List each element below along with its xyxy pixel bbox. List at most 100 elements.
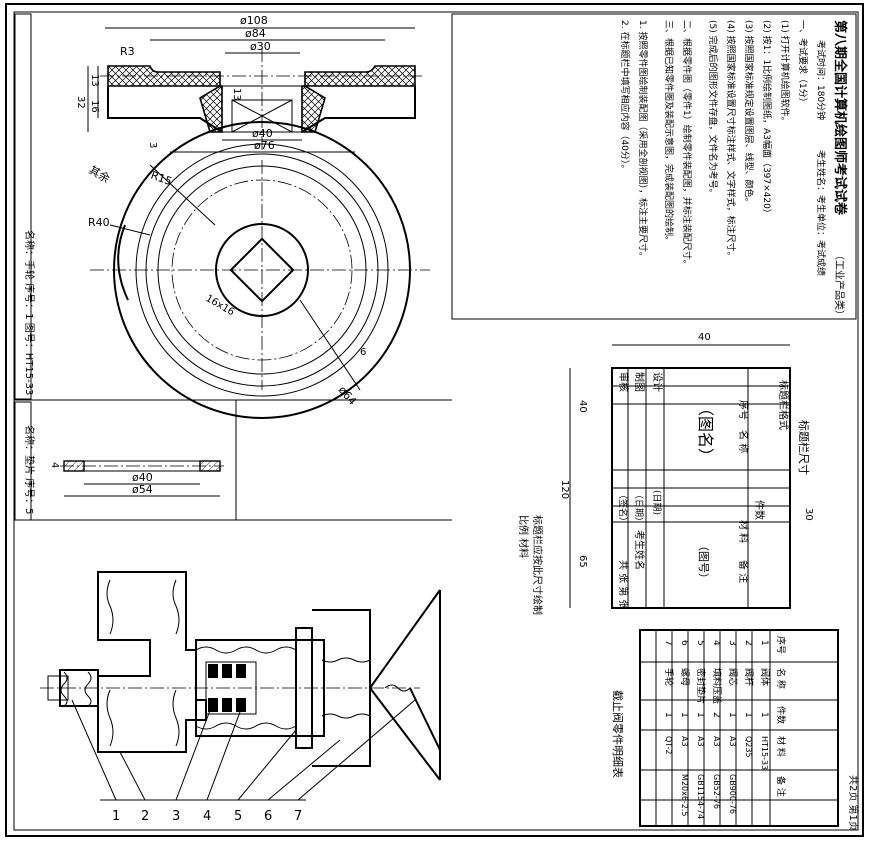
list-cell: A3 (728, 736, 737, 747)
tb-cell: 考生姓名 (633, 530, 646, 570)
outer-border (5, 3, 864, 837)
list-cell: 1 (663, 712, 673, 718)
list-cell: 4 (711, 640, 721, 646)
list-cell: HT15-33 (760, 736, 769, 770)
list-header: 件数 (775, 706, 787, 724)
instruction-line: (1) 打开计算机绘图软件。 (779, 20, 791, 126)
tb-cell: （图名） (696, 400, 715, 464)
tb-note: 比例 材料 (517, 515, 530, 558)
list-cell: 2 (711, 712, 721, 718)
dim-label: R15 (149, 169, 174, 189)
tb-cell: 制图 (633, 372, 646, 392)
inner-border (13, 11, 859, 831)
instruction-line: 一、考试要求（1分） (797, 20, 809, 107)
tb-note: 标题栏格式 (777, 380, 790, 430)
tb-cell: (日期) (651, 490, 662, 515)
dim-label: 30 (803, 508, 814, 521)
roughness-note: 其余 (87, 162, 113, 185)
washer-view: ø40 ø54 4 (49, 460, 224, 497)
list-cell: 1 (759, 712, 769, 718)
balloon-label: 4 (203, 809, 211, 824)
part1-label: 名称：手轮 序号：1 图号：HT15-33 (23, 230, 36, 395)
list-cell: M20x6-2.5 (680, 774, 689, 817)
list-cell: GB52-76 (712, 774, 721, 809)
dim-label: ø64 (336, 384, 359, 408)
dim-label: 6 (360, 347, 366, 358)
list-header: 备 注 (775, 776, 787, 797)
list-cell: GB900-76 (728, 774, 737, 814)
parts-list-caption: 截止阀零件明细表 (611, 690, 625, 778)
list-cell: 1 (727, 712, 737, 718)
list-cell: 1 (759, 640, 769, 646)
list-cell: 1 (743, 712, 753, 718)
dim-label: 16x16 (204, 293, 237, 318)
dim-label: ø76 (254, 139, 275, 152)
instruction-line: 2. 在标题栏中填写相应内容（40分）。 (619, 20, 631, 173)
list-header: 名 称 (775, 668, 787, 689)
dim-label: 3 (147, 142, 158, 148)
tb-cell: 设计 (651, 372, 664, 392)
instruction-line: 1. 按照零件图绘制装配图（采用全剖视图），标注主要尺寸。 (637, 20, 649, 261)
tb-caption: 标题栏尺寸 (797, 420, 811, 475)
exam-time: 考试时间：180分钟 (815, 40, 827, 120)
tb-cell: （日期） (633, 490, 644, 526)
instruction-line: (5) 完成后的图形文件存盘，文件名为考号。 (707, 20, 719, 198)
instruction-line: 二、根据零件图（零件1）绘制零件装配图，并标注装配尺寸。 (681, 20, 693, 269)
dim-label: 32 (75, 96, 86, 109)
parts-list-table: 序号 名 称 件数 材 料 备 注 1 阀体 1 HT15-33 2 阀杆 1 … (611, 629, 839, 827)
list-cell: 7 (663, 640, 673, 646)
dim-label: 40 (698, 332, 711, 343)
list-cell: 螺母 (679, 668, 690, 686)
tb-cell: 材 料 (737, 520, 750, 543)
dim-label: 65 (577, 555, 588, 568)
tb-cell: 备 注 (737, 560, 750, 583)
list-cell: GB1154-74 (696, 774, 705, 819)
dim-label: 120 (559, 480, 570, 499)
tb-cell: 审核 (617, 372, 630, 392)
tb-cell: 共 张 第 张 (617, 560, 630, 610)
instruction-line: 三、根据已知零件图及装配示意图，完成装配图的绘制。 (663, 20, 675, 245)
dim-label: ø54 (132, 483, 153, 496)
instruction-line: (2) 按1：1比例绘制图纸，A3幅面（397×420） (761, 20, 773, 218)
list-cell: 6 (679, 640, 689, 646)
dim-label: 13 (231, 88, 242, 101)
list-cell: 阀体 (759, 668, 771, 686)
tb-cell: 序号 (737, 400, 750, 420)
titleblock-template: 审核 制图 设计 （图名） 序号 名 称 件数 材 料 备 注 （图号） （签名… (517, 332, 814, 615)
balloon-label: 3 (172, 809, 180, 824)
dim-label: ø84 (245, 27, 266, 40)
tb-cell: 名 称 (737, 430, 750, 453)
dim-label: R40 (88, 216, 110, 229)
dim-label: ø40 (132, 471, 153, 484)
instruction-line: (4) 按照国家标准设置尺寸标注样式、文字样式，标注尺寸。 (725, 20, 737, 261)
exam-title: 第八期全国计算机绘图师考试试卷 (832, 20, 848, 216)
list-cell: 手轮 (663, 668, 675, 686)
balloon-label: 2 (141, 809, 149, 824)
balloon-label: 5 (234, 809, 242, 824)
list-cell: A3 (712, 736, 721, 747)
part2-label: 名称：垫片 序号：5 (23, 425, 36, 515)
dim-label: 13 (89, 74, 100, 87)
tb-cell: 件数 (753, 500, 766, 520)
list-cell: 1 (679, 712, 689, 718)
dim-label: 4 (49, 462, 60, 468)
list-cell: 填料压盖 (711, 668, 723, 704)
balloon-label: 1 (112, 809, 120, 824)
dim-label: ø108 (240, 14, 268, 27)
list-cell: 密封垫片 (695, 668, 707, 704)
dim-label: R3 (120, 45, 135, 58)
list-header: 序号 (775, 636, 787, 654)
tb-cell: （签名） (617, 490, 629, 526)
instruction-line: (3) 按照国家标准规定设置图层、线型、颜色。 (743, 20, 755, 207)
assembly-schematic: 1 2 3 4 5 6 7 (40, 571, 441, 824)
dim-label: ø40 (252, 127, 273, 140)
list-cell: A3 (680, 736, 689, 747)
list-cell: 2 (743, 640, 753, 646)
tb-note: 标题栏应按此尺寸绘制 (531, 515, 544, 615)
list-cell: 阀芯 (727, 668, 739, 686)
list-cell: 阀杆 (743, 668, 755, 686)
list-cell: 3 (727, 640, 737, 646)
tb-cell: （图号） (697, 540, 710, 584)
